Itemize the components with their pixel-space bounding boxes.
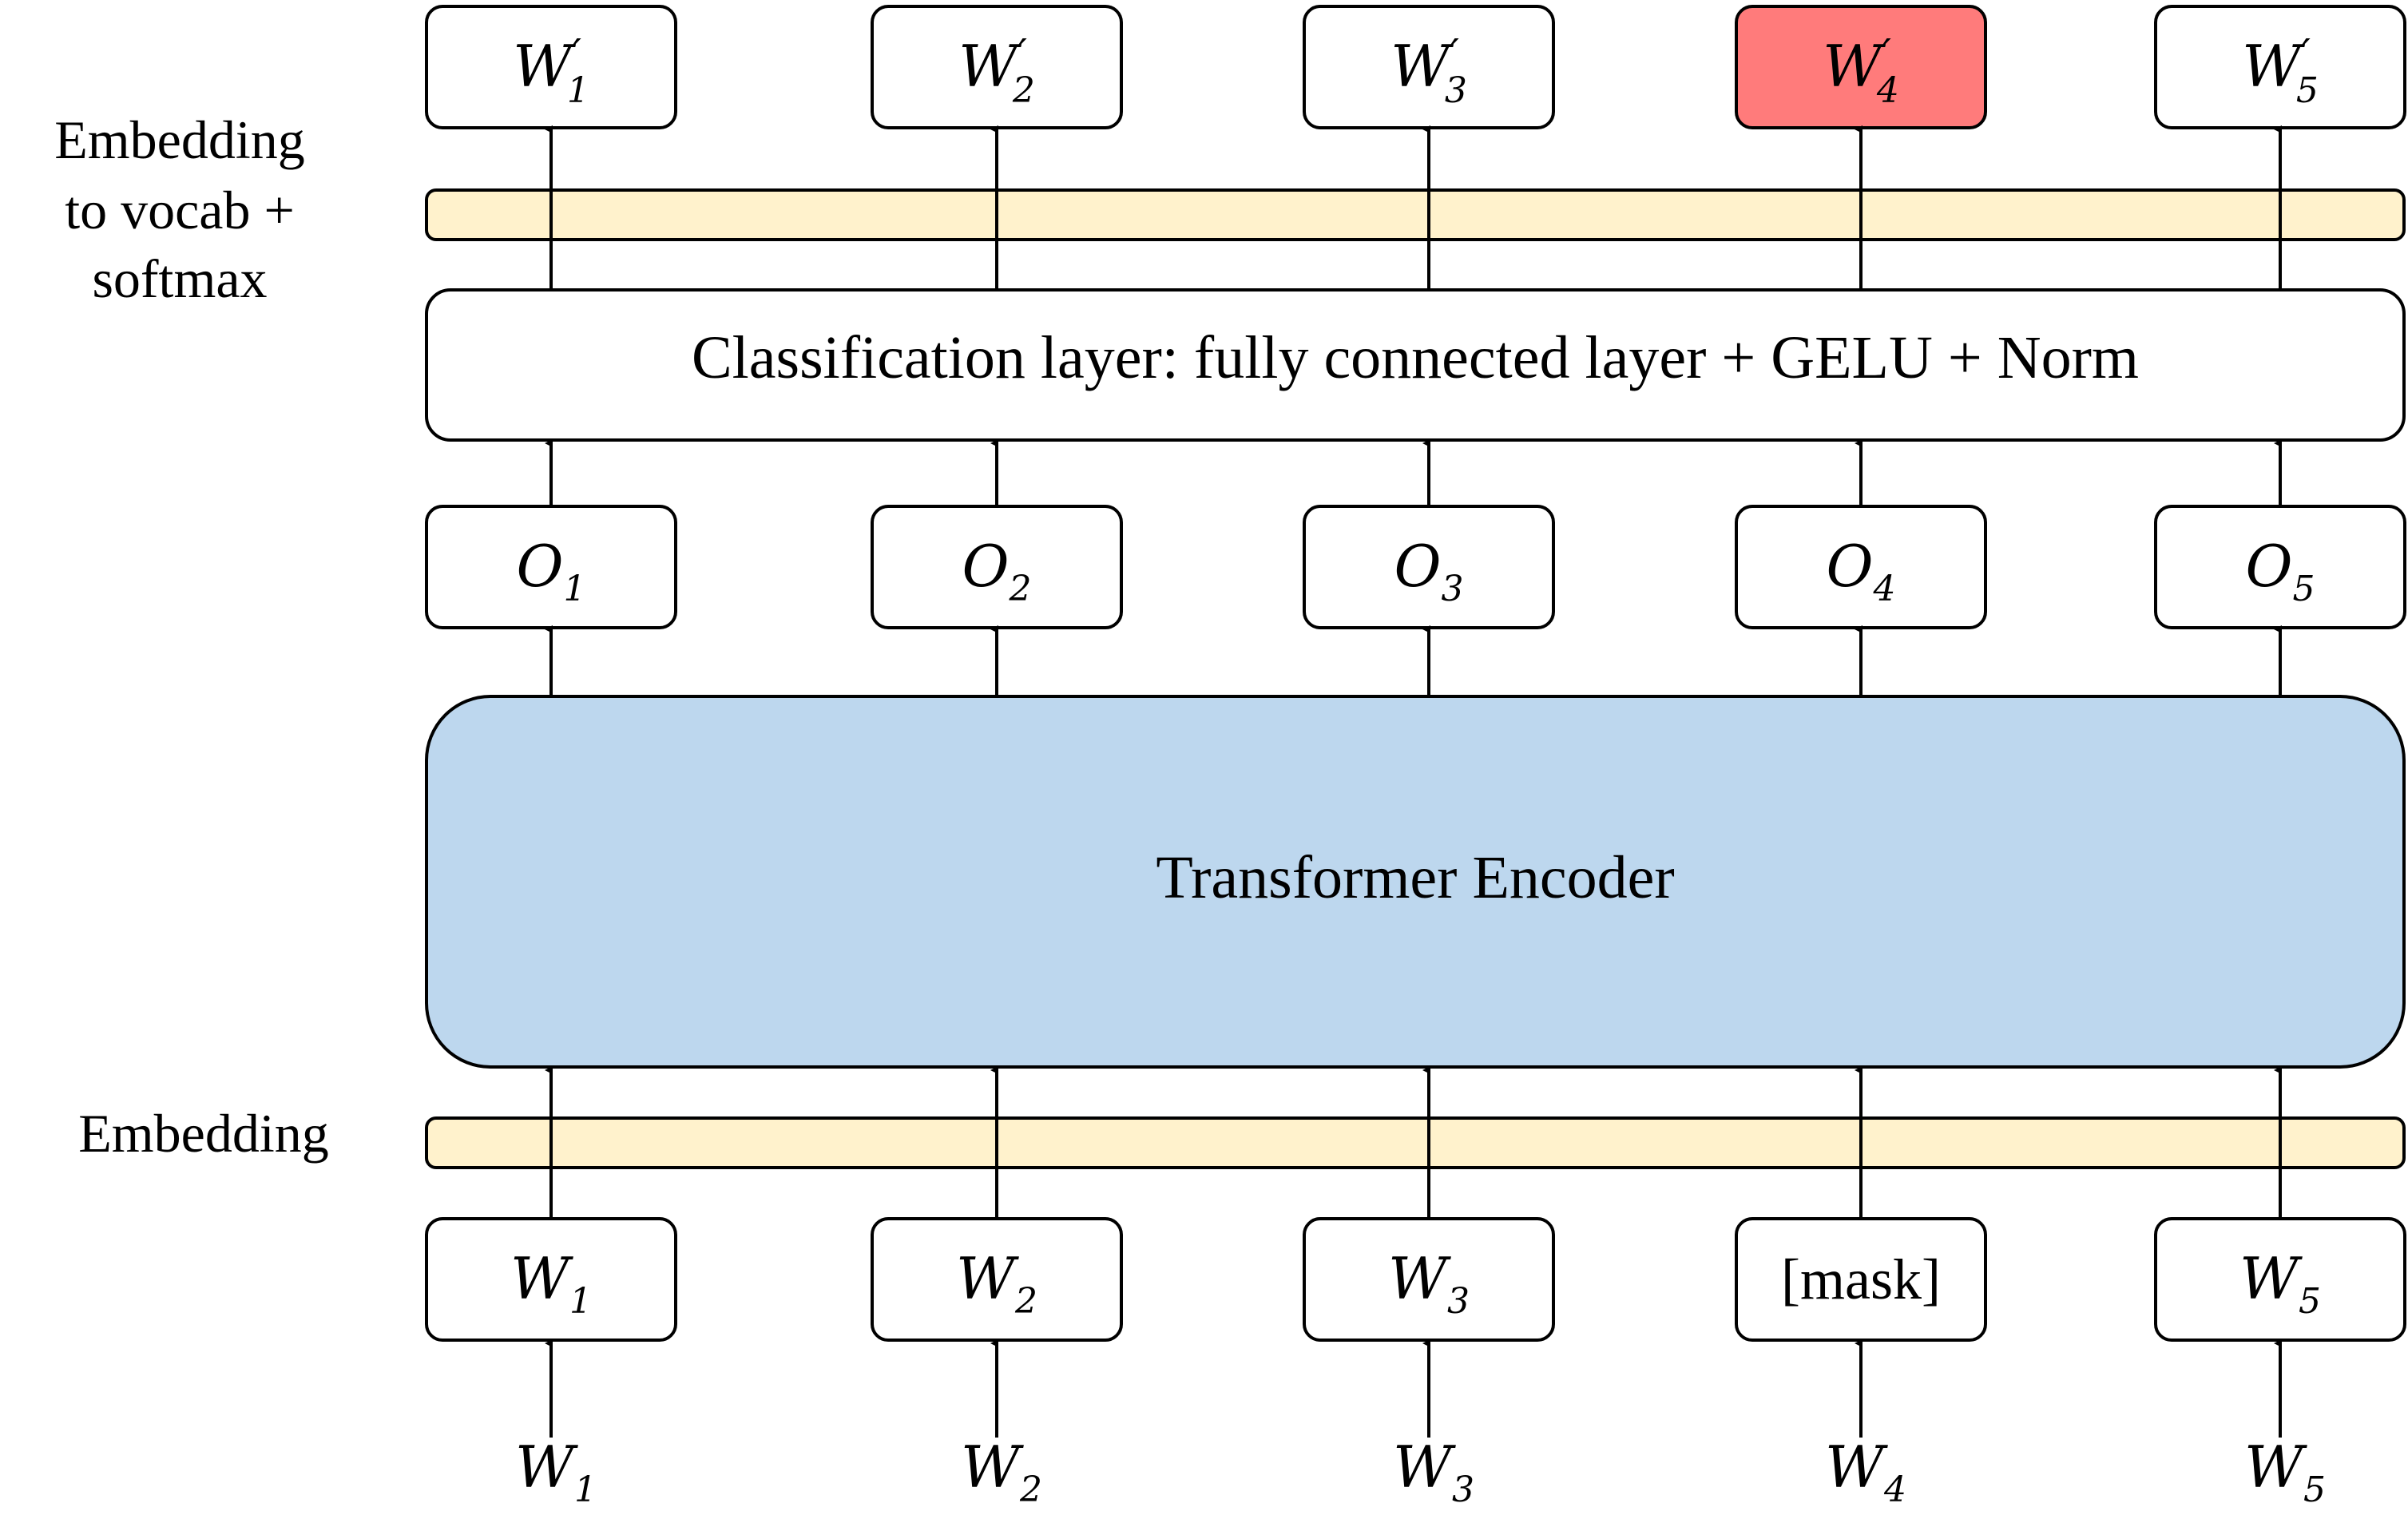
transformer-encoder-label: Transformer Encoder: [1156, 844, 1674, 911]
top-band-label-line1: Embedding: [54, 109, 305, 170]
output-label-2: O2: [962, 533, 1031, 609]
vocab-softmax-band: [425, 188, 2406, 241]
output-label-1: O1: [516, 533, 585, 609]
bottom-band-label: Embedding: [78, 1103, 329, 1164]
input-token-label-4: W4: [1825, 1434, 1906, 1510]
masked-input-label-3: W3: [1388, 1245, 1470, 1322]
prediction-label-3: W′3: [1390, 31, 1467, 111]
flow-arrows: [545, 125, 2282, 1438]
top-band-label-line2: to vocab +: [65, 180, 295, 240]
output-row: O1 O2 O3 O4 O5: [425, 505, 2406, 629]
prediction-row: W′1 W′2 W′3 W′4 W′5: [425, 5, 2406, 129]
input-token-label-1: W1: [515, 1434, 597, 1510]
output-label-5: O5: [2245, 533, 2315, 609]
masked-input-label-1: W1: [510, 1245, 592, 1322]
embedding-band: [425, 1116, 2406, 1169]
input-token-label-5: W5: [2244, 1434, 2326, 1510]
masked-input-label-2: W2: [956, 1245, 1037, 1322]
masked-input-row: W1 W2 W3 [mask] W5: [425, 1217, 2406, 1342]
prediction-label-2: W′2: [958, 31, 1035, 111]
prediction-label-1: W′1: [513, 31, 589, 111]
classification-layer-label: Classification layer: fully connected la…: [692, 324, 2139, 391]
transformer-encoder: [425, 695, 2406, 1069]
prediction-label-4: W′4: [1823, 31, 1899, 111]
input-token-row: W1 W2 W3 W4 W5: [515, 1434, 2326, 1510]
classification-layer: [425, 288, 2406, 442]
output-label-4: O4: [1826, 533, 1895, 609]
masked-input-label-5: W5: [2239, 1245, 2321, 1322]
input-token-label-2: W2: [961, 1434, 1042, 1510]
prediction-label-5: W′5: [2242, 31, 2319, 111]
output-label-3: O3: [1394, 533, 1463, 609]
masked-input-label-4: [mask]: [1781, 1247, 1941, 1311]
top-band-label-line3: softmax: [92, 248, 267, 309]
input-token-label-3: W3: [1393, 1434, 1474, 1510]
